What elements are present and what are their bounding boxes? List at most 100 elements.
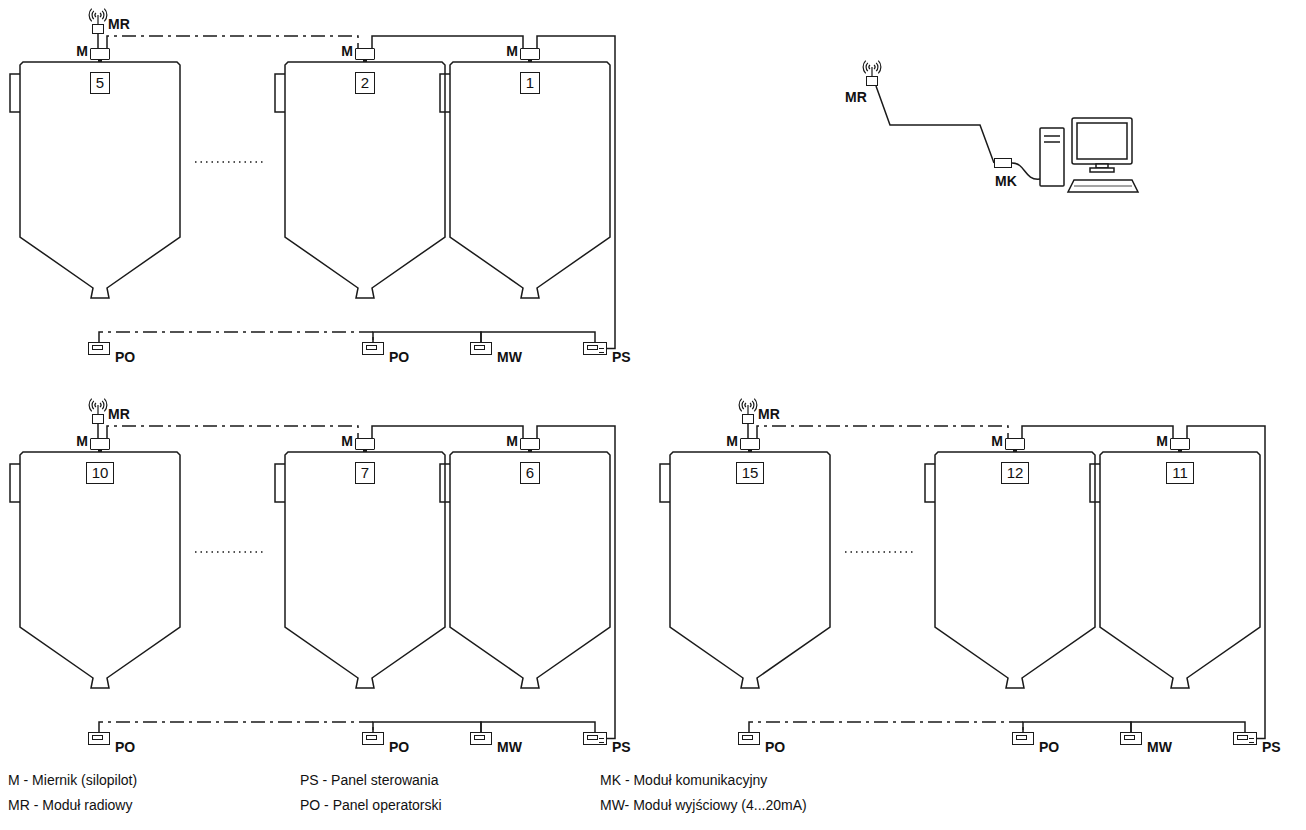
silo-number-text: 6 bbox=[526, 464, 534, 481]
silo-hatch bbox=[275, 74, 285, 112]
radio-module: MR bbox=[742, 414, 754, 424]
device-label: M bbox=[726, 433, 738, 449]
device-label: MW bbox=[497, 739, 522, 755]
dotted-gap bbox=[195, 161, 265, 163]
computer-icon bbox=[1012, 118, 1138, 192]
silo-number-text: 10 bbox=[92, 464, 109, 481]
operator-panel: PO bbox=[362, 342, 384, 355]
legend-entry: M - Miernik (silopilot) bbox=[8, 772, 137, 788]
dotted-gap bbox=[195, 551, 265, 553]
output-module: MW bbox=[470, 342, 492, 355]
bus-wire bbox=[749, 722, 1023, 732]
bus-wire bbox=[747, 424, 749, 438]
device-label: MR bbox=[108, 16, 130, 32]
silo-outline bbox=[450, 62, 610, 298]
bus-wire bbox=[876, 86, 994, 163]
silo-outline bbox=[935, 452, 1095, 688]
silo-outline bbox=[20, 452, 180, 688]
bus-wire bbox=[373, 722, 481, 732]
legend-entry: MR - Moduł radiowy bbox=[8, 797, 132, 813]
silo-number-text: 2 bbox=[361, 74, 369, 91]
silo-number-text: 15 bbox=[742, 464, 759, 481]
silo-hatch bbox=[440, 464, 450, 502]
device-label: M bbox=[506, 43, 518, 59]
bus-wire bbox=[481, 722, 595, 732]
radio-waves bbox=[863, 61, 881, 76]
silo-number: 11 bbox=[1166, 462, 1194, 484]
meter-box: M bbox=[1170, 438, 1190, 450]
device-label: PO bbox=[389, 739, 409, 755]
silo-hatch bbox=[440, 74, 450, 112]
device-label: PS bbox=[1262, 739, 1281, 755]
silo-hatch bbox=[10, 464, 20, 502]
bus-wire bbox=[107, 36, 358, 48]
bus-wire bbox=[1131, 722, 1245, 732]
device-label: PO bbox=[389, 349, 409, 365]
legend-entry: MK - Moduł komunikacyjny bbox=[600, 772, 767, 788]
silo-outline bbox=[285, 62, 445, 298]
device-label: PO bbox=[115, 739, 135, 755]
silo-outline bbox=[450, 452, 610, 688]
bus-wire bbox=[97, 424, 99, 438]
operator-panel: PO bbox=[88, 732, 110, 745]
meter-box: M bbox=[520, 438, 540, 450]
device-label: M bbox=[76, 433, 88, 449]
silo-number: 12 bbox=[1001, 462, 1030, 484]
silo-number: 7 bbox=[355, 462, 375, 484]
legend-text: M - Miernik (silopilot) bbox=[8, 772, 137, 788]
device-label: M bbox=[76, 43, 88, 59]
device-label: PS bbox=[612, 739, 631, 755]
silo-outline bbox=[20, 62, 180, 298]
radio-module: MR bbox=[92, 24, 104, 34]
silo-hatch bbox=[10, 74, 20, 112]
device-label: M bbox=[1156, 433, 1168, 449]
silo-number: 15 bbox=[736, 462, 765, 484]
bus-wire bbox=[372, 36, 523, 48]
legend-text: MW- Moduł wyjściowy (4...20mA) bbox=[600, 797, 807, 813]
device-label: M bbox=[991, 433, 1003, 449]
bus-wire bbox=[373, 332, 481, 342]
device-label: M bbox=[341, 43, 353, 59]
device-label: PO bbox=[765, 739, 785, 755]
radio-waves bbox=[89, 9, 107, 24]
silo-number: 6 bbox=[520, 462, 540, 484]
device-label: MR bbox=[845, 89, 867, 105]
bus-wire bbox=[99, 722, 373, 732]
legend-text: MK - Moduł komunikacyjny bbox=[600, 772, 767, 788]
silo-outline bbox=[670, 452, 830, 688]
comm-module: MK bbox=[994, 158, 1012, 168]
silo-number-text: 5 bbox=[96, 74, 104, 91]
silo-outline bbox=[285, 452, 445, 688]
meter-box: M bbox=[520, 48, 540, 60]
operator-panel: PO bbox=[738, 732, 760, 745]
control-panel: PS bbox=[583, 342, 607, 355]
device-label: MK bbox=[995, 173, 1017, 189]
bus-wire bbox=[537, 426, 615, 739]
output-module: MW bbox=[1120, 732, 1142, 745]
legend-entry: MW- Moduł wyjściowy (4...20mA) bbox=[600, 797, 807, 813]
device-label: MW bbox=[497, 349, 522, 365]
silo-hatch bbox=[275, 464, 285, 502]
legend-entry: PO - Panel operatorski bbox=[300, 797, 442, 813]
bus-wire bbox=[1187, 426, 1265, 739]
device-label: PO bbox=[115, 349, 135, 365]
device-label: PO bbox=[1039, 739, 1059, 755]
bus-wire bbox=[372, 426, 523, 438]
radio-module: MR bbox=[866, 76, 878, 86]
silo-hatch bbox=[660, 464, 670, 502]
legend-text: PS - Panel sterowania bbox=[300, 772, 439, 788]
legend-text: MR - Moduł radiowy bbox=[8, 797, 132, 813]
meter-box: M bbox=[90, 438, 110, 450]
control-panel: PS bbox=[1233, 732, 1257, 745]
control-panel: PS bbox=[583, 732, 607, 745]
silo-number-text: 1 bbox=[526, 74, 534, 91]
bus-wire bbox=[107, 426, 358, 438]
operator-panel: PO bbox=[1012, 732, 1034, 745]
radio-waves bbox=[89, 399, 107, 414]
silo-number: 5 bbox=[90, 72, 110, 94]
silo-number-text: 12 bbox=[1007, 464, 1024, 481]
device-label: PS bbox=[612, 349, 631, 365]
bus-wire bbox=[99, 332, 373, 342]
device-label: M bbox=[341, 433, 353, 449]
